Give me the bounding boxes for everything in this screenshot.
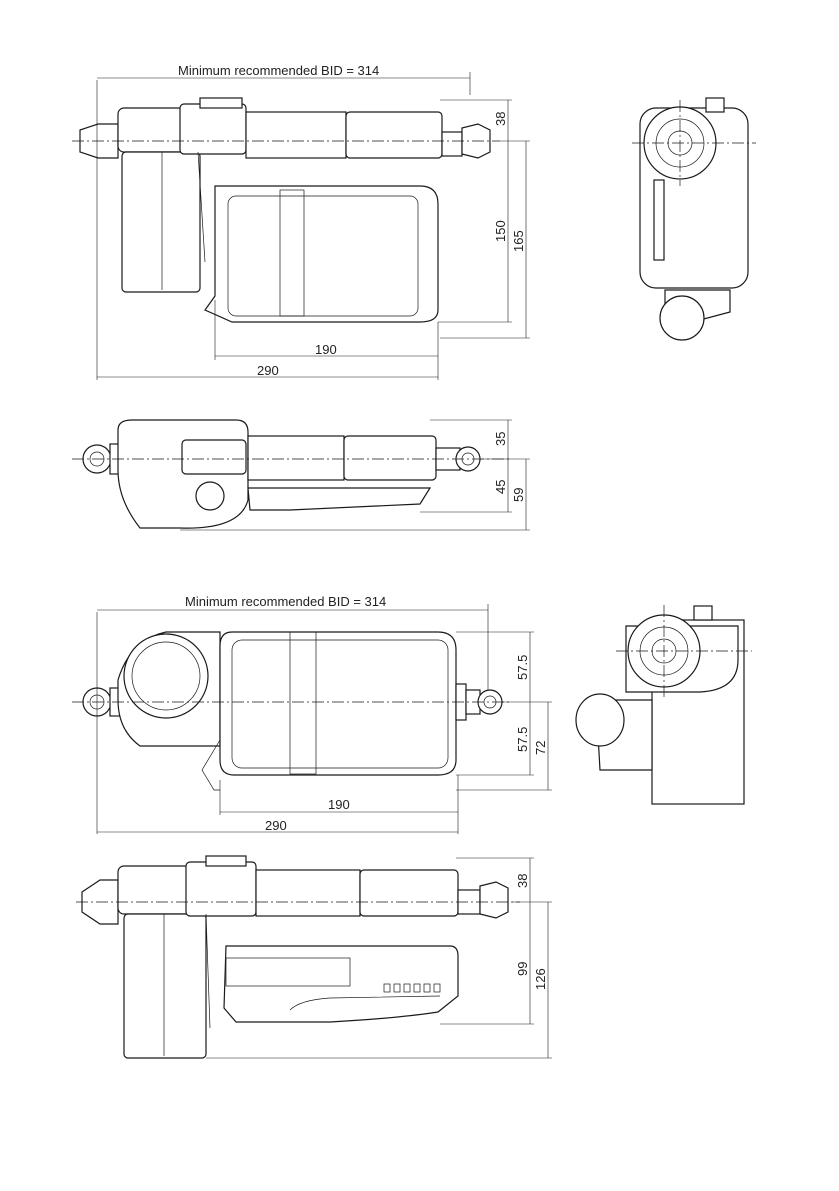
cable-gland (196, 482, 224, 510)
c-bracket (202, 740, 220, 790)
dim-57b-label: 57.5 (515, 727, 530, 752)
dim-35-label: 35 (493, 432, 508, 446)
dim-38-label: 38 (493, 112, 508, 126)
limit-switch-top (200, 98, 242, 108)
c-end-switch (694, 606, 712, 620)
dim-99-label: 99 (515, 962, 530, 976)
tube-end-top (344, 436, 436, 480)
end-view-c (576, 605, 752, 804)
c-motor-ring (124, 634, 208, 718)
dim-59-label: 59 (511, 488, 526, 502)
dim-57a-label: 57.5 (515, 655, 530, 680)
bottom-section: Minimum recommended BID = 314 (72, 594, 752, 1058)
end-view-a (632, 98, 756, 340)
gear-cap (180, 104, 246, 154)
dim-190-label: 190 (315, 342, 337, 357)
gearbox-top (182, 440, 246, 474)
dim-165-label: 165 (511, 230, 526, 252)
d-gear-cap (186, 862, 256, 916)
top-section: Minimum recommended BID = 314 (72, 63, 756, 530)
d-tube (256, 870, 360, 916)
motor-body (122, 152, 200, 292)
c-end-clevis (576, 694, 624, 746)
end-view-switch (706, 98, 724, 112)
d-control-box (224, 946, 458, 1022)
dim-72-label: 72 (533, 741, 548, 755)
top-title: Minimum recommended BID = 314 (178, 63, 379, 78)
tube-top (248, 436, 344, 480)
outer-tube (246, 112, 346, 158)
end-view-bracket (654, 180, 664, 260)
end-view-clevis (660, 296, 704, 340)
d-motor-body (124, 914, 206, 1058)
outer-tube-end (346, 112, 442, 158)
bottom-title: Minimum recommended BID = 314 (185, 594, 386, 609)
d-tube-end (360, 870, 458, 916)
c-control-box (220, 632, 456, 775)
control-box (205, 186, 438, 322)
piston-rod (442, 132, 462, 156)
side-view-a (72, 98, 500, 322)
dim-290-label: 290 (257, 363, 279, 378)
d-switch (206, 856, 246, 866)
dim-150-label: 150 (493, 220, 508, 242)
c-dim-290-label: 290 (265, 818, 287, 833)
control-box-top (248, 488, 430, 510)
side-view-d (76, 856, 520, 1058)
top-view-c (72, 632, 510, 790)
dim-45-label: 45 (493, 480, 508, 494)
dim-126-label: 126 (533, 968, 548, 990)
d-front-clevis (480, 882, 508, 918)
dim-38b-label: 38 (515, 874, 530, 888)
c-dim-190-label: 190 (328, 797, 350, 812)
